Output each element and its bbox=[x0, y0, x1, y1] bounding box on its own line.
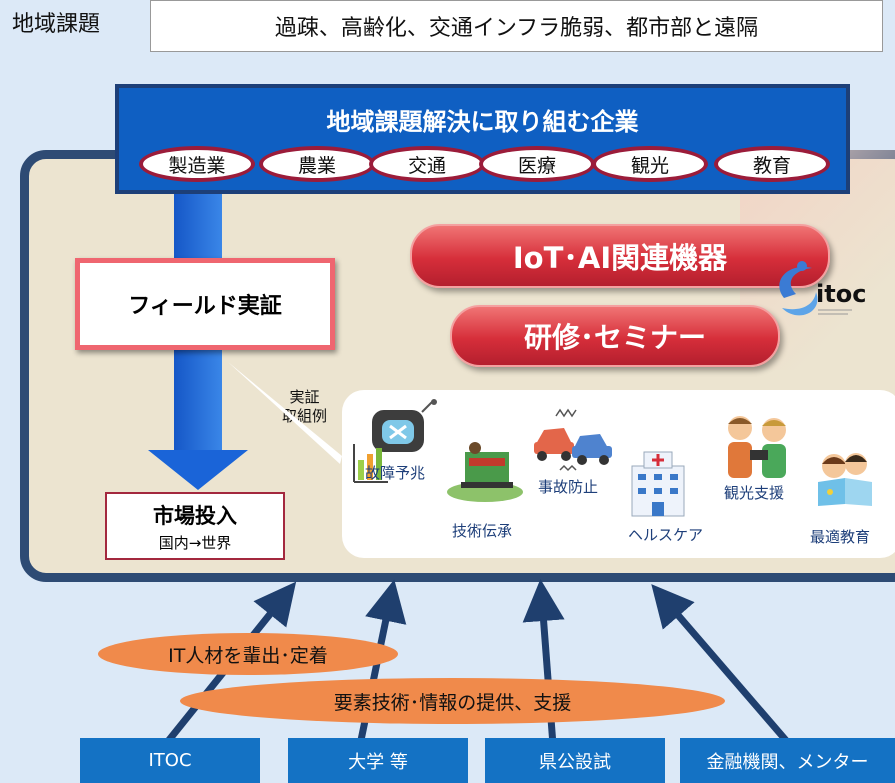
tourism-support-illustration bbox=[728, 416, 786, 478]
it-talent-oval: IT人材を輩出･定着 bbox=[98, 633, 398, 675]
sector-manufacturing: 製造業 bbox=[139, 146, 255, 182]
sector-education: 教育 bbox=[714, 146, 830, 182]
it-talent-label: IT人材を輩出･定着 bbox=[168, 644, 328, 667]
skill-transfer-illustration bbox=[447, 442, 523, 502]
example-fault-prediction: 故障予兆 bbox=[365, 464, 426, 482]
example-accident-prevention: 事故防止 bbox=[538, 478, 599, 496]
fault-prediction-illustration bbox=[353, 399, 437, 483]
supporter-itoc-label: ITOC bbox=[148, 750, 192, 771]
supporter-prefectural-lab-label: 県公設試 bbox=[539, 751, 611, 773]
field-test-box: フィールド実証 bbox=[75, 258, 335, 350]
itoc-logo-text: itoc bbox=[816, 280, 866, 308]
optimal-education-illustration bbox=[818, 453, 872, 506]
sector-agriculture: 農業 bbox=[259, 146, 375, 182]
itoc-logo: itoc bbox=[779, 261, 866, 316]
tech-support-label: 要素技術･情報の提供、支援 bbox=[333, 691, 572, 714]
examples-callout-line bbox=[228, 362, 342, 464]
market-entry-title: 市場投入 bbox=[153, 504, 237, 528]
market-entry-scope: 国内→世界 bbox=[158, 534, 232, 552]
sector-transport: 交通 bbox=[369, 146, 485, 182]
market-entry-box: 市場投入 国内→世界 bbox=[105, 492, 285, 560]
supporter-university: 大学 等 bbox=[288, 738, 468, 783]
accident-prevention-illustration bbox=[534, 408, 612, 472]
example-healthcare: ヘルスケア bbox=[628, 526, 704, 544]
example-tourism-support: 観光支援 bbox=[724, 484, 785, 502]
example-skill-transfer: 技術伝承 bbox=[452, 522, 513, 540]
supporter-finance-mentor: 金融機関、メンター bbox=[680, 738, 895, 783]
tech-support-oval: 要素技術･情報の提供、支援 bbox=[180, 678, 725, 724]
example-optimal-education: 最適教育 bbox=[810, 528, 871, 546]
demonstration-examples-panel: 故障予兆 技術伝承 事故防止 ヘルスケア bbox=[342, 390, 895, 558]
iot-ai-devices-pill: IoT･AI関連機器 bbox=[410, 224, 830, 288]
company-panel-title: 地域課題解決に取り組む企業 bbox=[326, 108, 639, 136]
field-test-label: フィールド実証 bbox=[128, 294, 282, 319]
supporter-prefectural-lab: 県公設試 bbox=[485, 738, 665, 783]
company-panel: 地域課題解決に取り組む企業 製造業 農業 交通 医療 観光 教育 bbox=[115, 84, 850, 194]
sector-medical: 医療 bbox=[479, 146, 595, 182]
supporter-university-label: 大学 等 bbox=[348, 751, 408, 773]
regional-issues-text: 過疎、高齢化、交通インフラ脆弱、都市部と遠隔 bbox=[274, 16, 759, 41]
healthcare-illustration bbox=[631, 451, 685, 517]
training-seminar-label: 研修･セミナー bbox=[523, 321, 706, 354]
iot-ai-devices-label: IoT･AI関連機器 bbox=[512, 241, 728, 275]
supporter-itoc: ITOC bbox=[80, 738, 260, 783]
supporter-finance-mentor-label: 金融機関、メンター bbox=[706, 751, 869, 773]
sector-tourism: 観光 bbox=[592, 146, 708, 182]
examples-label-line1: 実証 bbox=[289, 388, 320, 406]
regional-issues-box: 過疎、高齢化、交通インフラ脆弱、都市部と遠隔 bbox=[150, 0, 883, 52]
regional-issues-label: 地域課題 bbox=[12, 12, 101, 37]
flow-arrow-head bbox=[148, 450, 248, 490]
training-seminar-pill: 研修･セミナー bbox=[450, 305, 780, 367]
